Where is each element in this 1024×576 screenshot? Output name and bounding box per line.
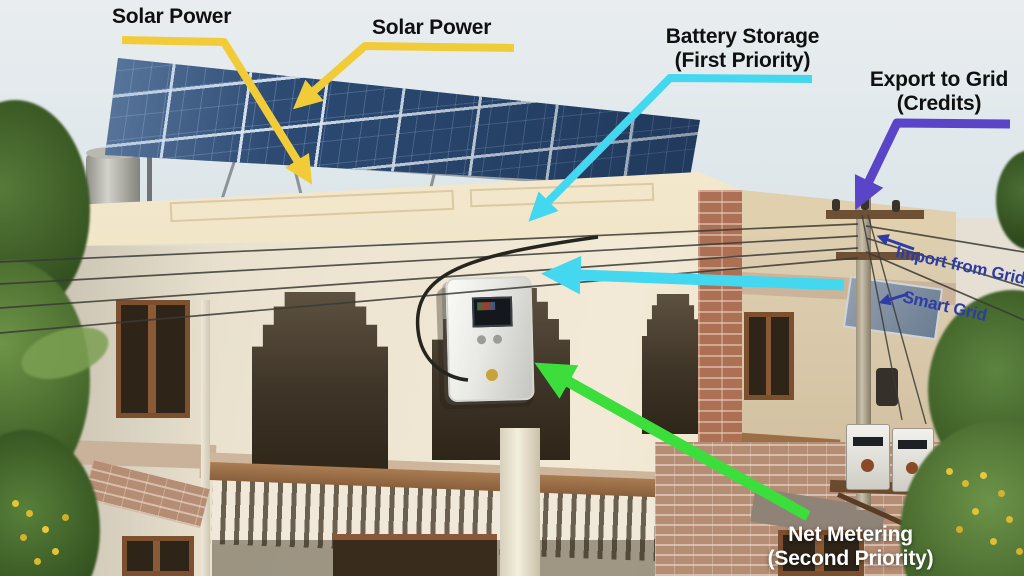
net-metering-label: Net Metering (Second Priority) (748, 523, 953, 571)
yellow-flowers-left (12, 500, 19, 507)
battery-storage-line1: Battery Storage (665, 25, 820, 48)
solar-power-right-label: Solar Power (372, 16, 492, 39)
pole-insulator (832, 199, 840, 211)
downpipe (201, 300, 210, 576)
net-metering-line2: (Second Priority) (767, 547, 934, 571)
meter-display (898, 440, 927, 449)
solar-power-left-arrow (121, 36, 313, 185)
battery-storage-line2: (First Priority) (674, 49, 811, 73)
meter-display (853, 437, 883, 446)
lower-left-window (122, 536, 194, 576)
export-to-grid-line1: Export to Grid (869, 68, 1009, 91)
pole-transformer (876, 368, 898, 406)
export-to-grid-arrow (854, 118, 1011, 211)
net-metering-arrow (534, 362, 811, 521)
power-lines (0, 214, 1024, 425)
solar-power-left-label: Solar Power (112, 5, 232, 28)
export-to-grid-label: Export to Grid (Credits) (856, 68, 1022, 116)
brick-wall-window (778, 530, 864, 576)
pole-crossarm-lower (836, 252, 920, 260)
battery-storage-horizontal-arrow (541, 255, 845, 295)
meter-dial (906, 462, 918, 474)
yellow-flowers-right (946, 468, 953, 475)
battery-storage-arrow (528, 74, 813, 222)
export-to-grid-line2: (Credits) (896, 92, 982, 116)
balcony-arch (252, 292, 388, 474)
solar-power-right-arrow (292, 42, 515, 110)
pole-crossarm-top (826, 210, 924, 219)
pole-insulator (892, 200, 900, 212)
right-face-window (744, 312, 794, 400)
net-metering-line1: Net Metering (788, 523, 913, 546)
service-cable (415, 235, 599, 382)
porch-pillar (500, 428, 540, 576)
smart-grid-arrow (878, 292, 909, 306)
battery-storage-label: Battery Storage (First Priority) (650, 25, 835, 73)
meter-dial (861, 459, 874, 472)
import-from-grid-arrow (876, 234, 915, 251)
front-door (333, 534, 497, 576)
electric-meter (846, 424, 890, 490)
balcony-arch (642, 294, 704, 434)
